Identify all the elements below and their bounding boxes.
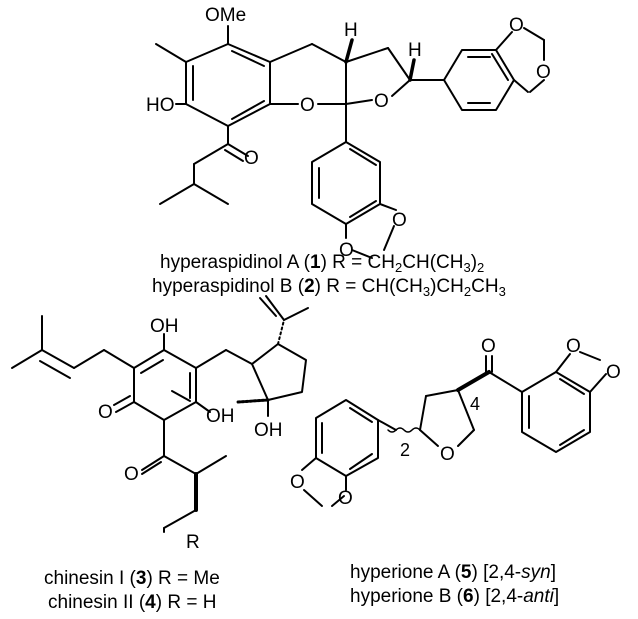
hyperaspidinol-structure xyxy=(155,25,545,259)
dioxole-o-label: O xyxy=(509,15,524,36)
caption-hyperaspidinol-a: hyperaspidinol A (1) R = CH2CH(CH3)2 xyxy=(160,252,485,275)
dioxole-o-label: O xyxy=(536,62,551,83)
compound-number: 1 xyxy=(310,252,321,273)
caption-chinesin-2: chinesin II (4) R = H xyxy=(48,592,217,613)
locant-4-label: 4 xyxy=(470,394,480,414)
carbonyl-o-label: O xyxy=(244,148,259,169)
furan-o-label: O xyxy=(440,444,455,465)
ketone-o-label: O xyxy=(98,402,113,423)
oh-label: OH xyxy=(206,406,235,427)
dioxole-o-label: O xyxy=(290,472,305,493)
ome-label: OMe xyxy=(205,5,246,26)
hyperione-atom-labels: O O O O O O 4 2 xyxy=(290,336,621,509)
r-label: R xyxy=(186,532,200,553)
h-label: H xyxy=(344,20,358,41)
compound-number: 2 xyxy=(304,276,315,297)
oh-label: OH xyxy=(150,316,179,337)
dioxole-o-label: O xyxy=(338,488,353,509)
caption-hyperione-b: hyperione B (6) [2,4-anti] xyxy=(350,586,560,607)
dioxole-o-label: O xyxy=(339,240,354,261)
pyran-o-label: O xyxy=(300,95,315,116)
furan-o-label: O xyxy=(374,91,389,112)
compound-number: 4 xyxy=(145,592,156,613)
caption-chinesin-1: chinesin I (3) R = Me xyxy=(44,568,220,589)
acyl-o-label: O xyxy=(124,464,139,485)
dioxole-o-label: O xyxy=(566,336,581,357)
chinesin-structure xyxy=(11,295,309,533)
compound-number: 6 xyxy=(463,586,474,607)
dioxole-o-label: O xyxy=(606,362,621,383)
locant-2-label: 2 xyxy=(400,440,410,460)
h-label: H xyxy=(408,40,422,61)
caption-hyperione-a: hyperione A (5) [2,4-syn] xyxy=(350,562,556,583)
caption-hyperaspidinol-b: hyperaspidinol B (2) R = CH(CH3)CH2CH3 xyxy=(152,276,506,299)
compound-number: 5 xyxy=(460,562,472,583)
hyperaspidinol-atom-labels: OMe HO O O O H H O O O O xyxy=(146,5,551,261)
ketone-o-label: O xyxy=(481,336,496,357)
chinesin-atom-labels: OH O OH O OH R xyxy=(98,316,283,553)
compound-number: 3 xyxy=(135,568,147,589)
dioxole-o-label: O xyxy=(392,210,407,231)
hyperione-structure xyxy=(301,351,607,507)
ho-label: HO xyxy=(146,95,175,116)
oh-label: OH xyxy=(254,420,283,441)
